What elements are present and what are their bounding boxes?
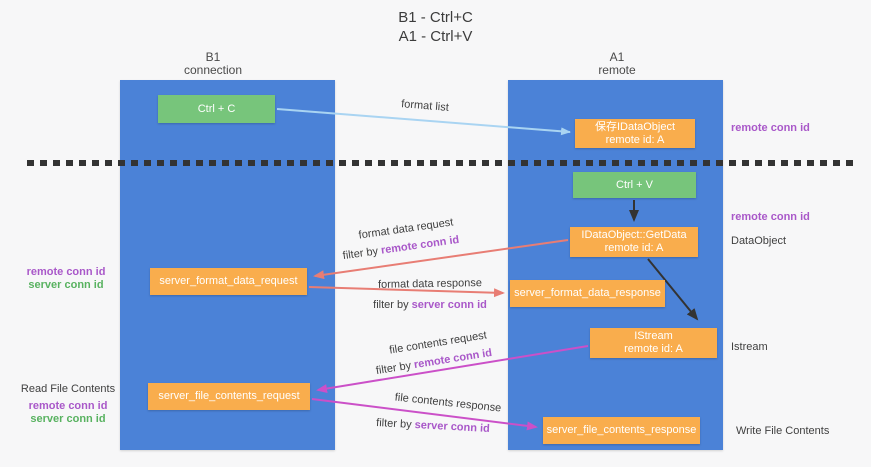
node-idataobject-getdata-line1: IDataObject::GetData bbox=[581, 229, 687, 241]
filter-by-text: filter by bbox=[375, 359, 416, 378]
filter-key-remote-conn-id: remote conn id bbox=[380, 233, 460, 257]
node-server-file-contents-response: server_file_contents_response bbox=[543, 417, 700, 444]
label-write-file-contents: Write File Contents bbox=[736, 425, 830, 437]
label-format-data-response-filter: filter by server conn id bbox=[373, 299, 487, 311]
lifeline-left-role: connection bbox=[183, 63, 243, 77]
label-format-data-response: format data response bbox=[377, 277, 483, 291]
label-right-remote-conn-id-2: remote conn id bbox=[731, 211, 810, 223]
filter-by-text: filter by bbox=[373, 299, 412, 311]
diagram-title-line2: A1 - Ctrl+V bbox=[398, 28, 473, 45]
node-server-file-contents-response-label: server_file_contents_response bbox=[546, 424, 697, 436]
diagram-title: B1 - Ctrl+C A1 - Ctrl+V bbox=[0, 8, 871, 46]
label-istream: Istream bbox=[731, 341, 768, 353]
left-conn-id-block-1: remote conn id server conn id bbox=[12, 266, 120, 292]
node-save-idataobject: 保存IDataObject remote id: A bbox=[575, 119, 695, 148]
diagram-title-line1: B1 - Ctrl+C bbox=[398, 9, 473, 26]
lifeline-header-left: B1 connection bbox=[153, 51, 273, 77]
node-ctrl-c-label: Ctrl + C bbox=[197, 102, 236, 115]
node-idataobject-getdata: IDataObject::GetData remote id: A bbox=[570, 227, 698, 257]
label-file-contents-response: file contents response bbox=[394, 391, 502, 415]
node-server-format-data-response-label: server_format_data_response bbox=[514, 287, 661, 299]
node-server-format-data-request: server_format_data_request bbox=[150, 268, 307, 295]
label-left-server-conn-id-2: server conn id bbox=[30, 413, 106, 425]
node-ctrl-c: Ctrl + C bbox=[158, 95, 275, 123]
lifeline-right-role: remote bbox=[598, 63, 636, 77]
label-right-remote-conn-id-1: remote conn id bbox=[731, 122, 810, 134]
node-server-format-data-request-label: server_format_data_request bbox=[159, 275, 298, 287]
filter-by-text: filter by bbox=[342, 244, 382, 263]
label-format-list: format list bbox=[400, 98, 450, 114]
filter-key-server-conn-id: server conn id bbox=[414, 419, 491, 435]
node-save-idataobject-line1: 保存IDataObject bbox=[594, 120, 676, 133]
node-server-file-contents-request: server_file_contents_request bbox=[148, 383, 310, 410]
lifeline-left-name: B1 bbox=[205, 50, 221, 64]
label-file-contents-response-filter: filter by server conn id bbox=[376, 417, 490, 435]
lifeline-header-right: A1 remote bbox=[557, 51, 677, 77]
lifeline-right-name: A1 bbox=[609, 50, 625, 64]
label-read-file-contents: Read File Contents bbox=[20, 383, 116, 395]
filter-by-text: filter by bbox=[375, 417, 415, 432]
node-ctrl-v-label: Ctrl + V bbox=[616, 178, 653, 191]
label-left-remote-conn-id-2: remote conn id bbox=[28, 400, 108, 412]
node-server-file-contents-request-label: server_file_contents_request bbox=[158, 390, 300, 402]
node-istream-line1: IStream bbox=[634, 330, 673, 342]
filter-key-server-conn-id: server conn id bbox=[411, 299, 487, 311]
node-server-format-data-response: server_format_data_response bbox=[510, 280, 665, 307]
label-left-server-conn-id-1: server conn id bbox=[28, 279, 104, 291]
node-idataobject-getdata-line2: remote id: A bbox=[604, 242, 664, 254]
label-dataobject: DataObject bbox=[731, 235, 787, 247]
node-istream-line2: remote id: A bbox=[624, 343, 683, 355]
label-left-remote-conn-id-1: remote conn id bbox=[26, 266, 106, 278]
node-istream: IStream remote id: A bbox=[590, 328, 717, 358]
node-save-idataobject-line2: remote id: A bbox=[605, 133, 665, 146]
node-ctrl-v: Ctrl + V bbox=[573, 172, 696, 198]
left-read-block: Read File Contents remote conn id server… bbox=[12, 383, 124, 426]
